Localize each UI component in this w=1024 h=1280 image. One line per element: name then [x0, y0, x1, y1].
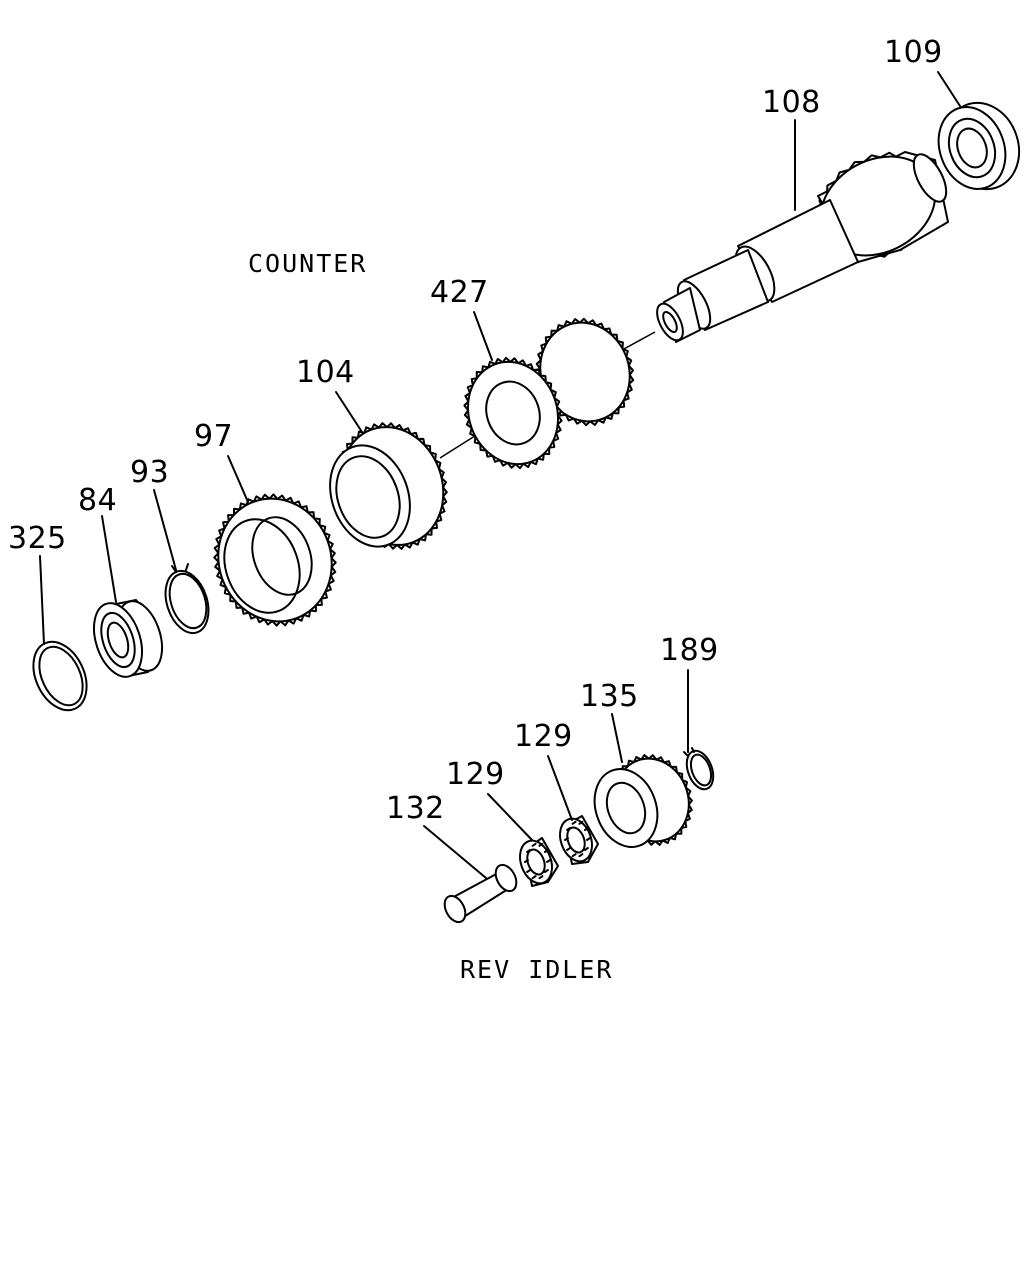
part-label-93: 93	[130, 455, 169, 490]
snap-ring-93	[153, 489, 210, 635]
part-label-97: 97	[194, 419, 233, 454]
needle-roller	[531, 842, 537, 847]
needle-roller	[538, 875, 544, 880]
leader-line-129-a	[487, 793, 533, 841]
leader-line-427	[473, 311, 493, 361]
leader-line-93	[153, 489, 177, 571]
part-label-84: 84	[78, 483, 117, 518]
needle-roller	[578, 853, 584, 858]
needle-roller	[583, 827, 589, 831]
bearing-84	[93, 515, 164, 678]
idler-shaft-132	[423, 825, 518, 924]
needle-roller	[578, 820, 584, 825]
part-label-325: 325	[8, 521, 67, 556]
gear-104	[329, 391, 448, 550]
bearing-109	[937, 71, 1021, 191]
needle-roller	[566, 847, 572, 851]
part-label-129-b: 129	[514, 719, 573, 754]
race-ring-325	[32, 555, 88, 712]
needle-roller	[543, 869, 549, 873]
leader-line-84	[101, 515, 117, 603]
leader-line-109	[937, 71, 961, 107]
part-label-427: 427	[430, 275, 489, 310]
leader-line-132	[423, 825, 487, 879]
needle-roller	[564, 837, 569, 841]
leader-line-129-b	[547, 755, 573, 821]
needle-roller	[571, 820, 577, 825]
leader-line-97	[227, 455, 249, 503]
needle-roller	[524, 859, 529, 863]
idler-gear-135	[593, 713, 693, 848]
leader-line-135	[611, 713, 623, 763]
needle-roller	[526, 869, 532, 873]
part-label-108: 108	[762, 85, 821, 120]
needle-roller	[543, 849, 549, 853]
part-label-109: 109	[884, 35, 943, 70]
needle-roller	[531, 875, 537, 880]
countershaft-108	[656, 119, 949, 343]
leader-line-104	[335, 391, 363, 433]
needle-bearing-129-a	[487, 793, 559, 887]
needle-roller	[538, 842, 544, 847]
centerline-segment	[621, 331, 656, 351]
needle-roller	[571, 853, 577, 858]
leader-line-325	[39, 555, 45, 645]
needle-bearing-129-b	[547, 755, 599, 865]
needle-roller	[566, 827, 572, 831]
snap-ring-189	[683, 669, 715, 791]
needle-roller	[586, 837, 591, 841]
counter-caption: COUNTER	[248, 249, 367, 278]
part-label-189: 189	[660, 633, 719, 668]
gear-427	[463, 311, 635, 470]
needle-roller	[526, 849, 532, 853]
part-label-135: 135	[580, 679, 639, 714]
part-label-132: 132	[386, 791, 445, 826]
rev-idler-caption: REV IDLER	[460, 955, 613, 984]
part-label-104: 104	[296, 355, 355, 390]
needle-roller	[546, 859, 551, 863]
gear-97	[213, 455, 337, 627]
part-label-129-a: 129	[446, 757, 505, 792]
needle-roller	[583, 847, 589, 851]
